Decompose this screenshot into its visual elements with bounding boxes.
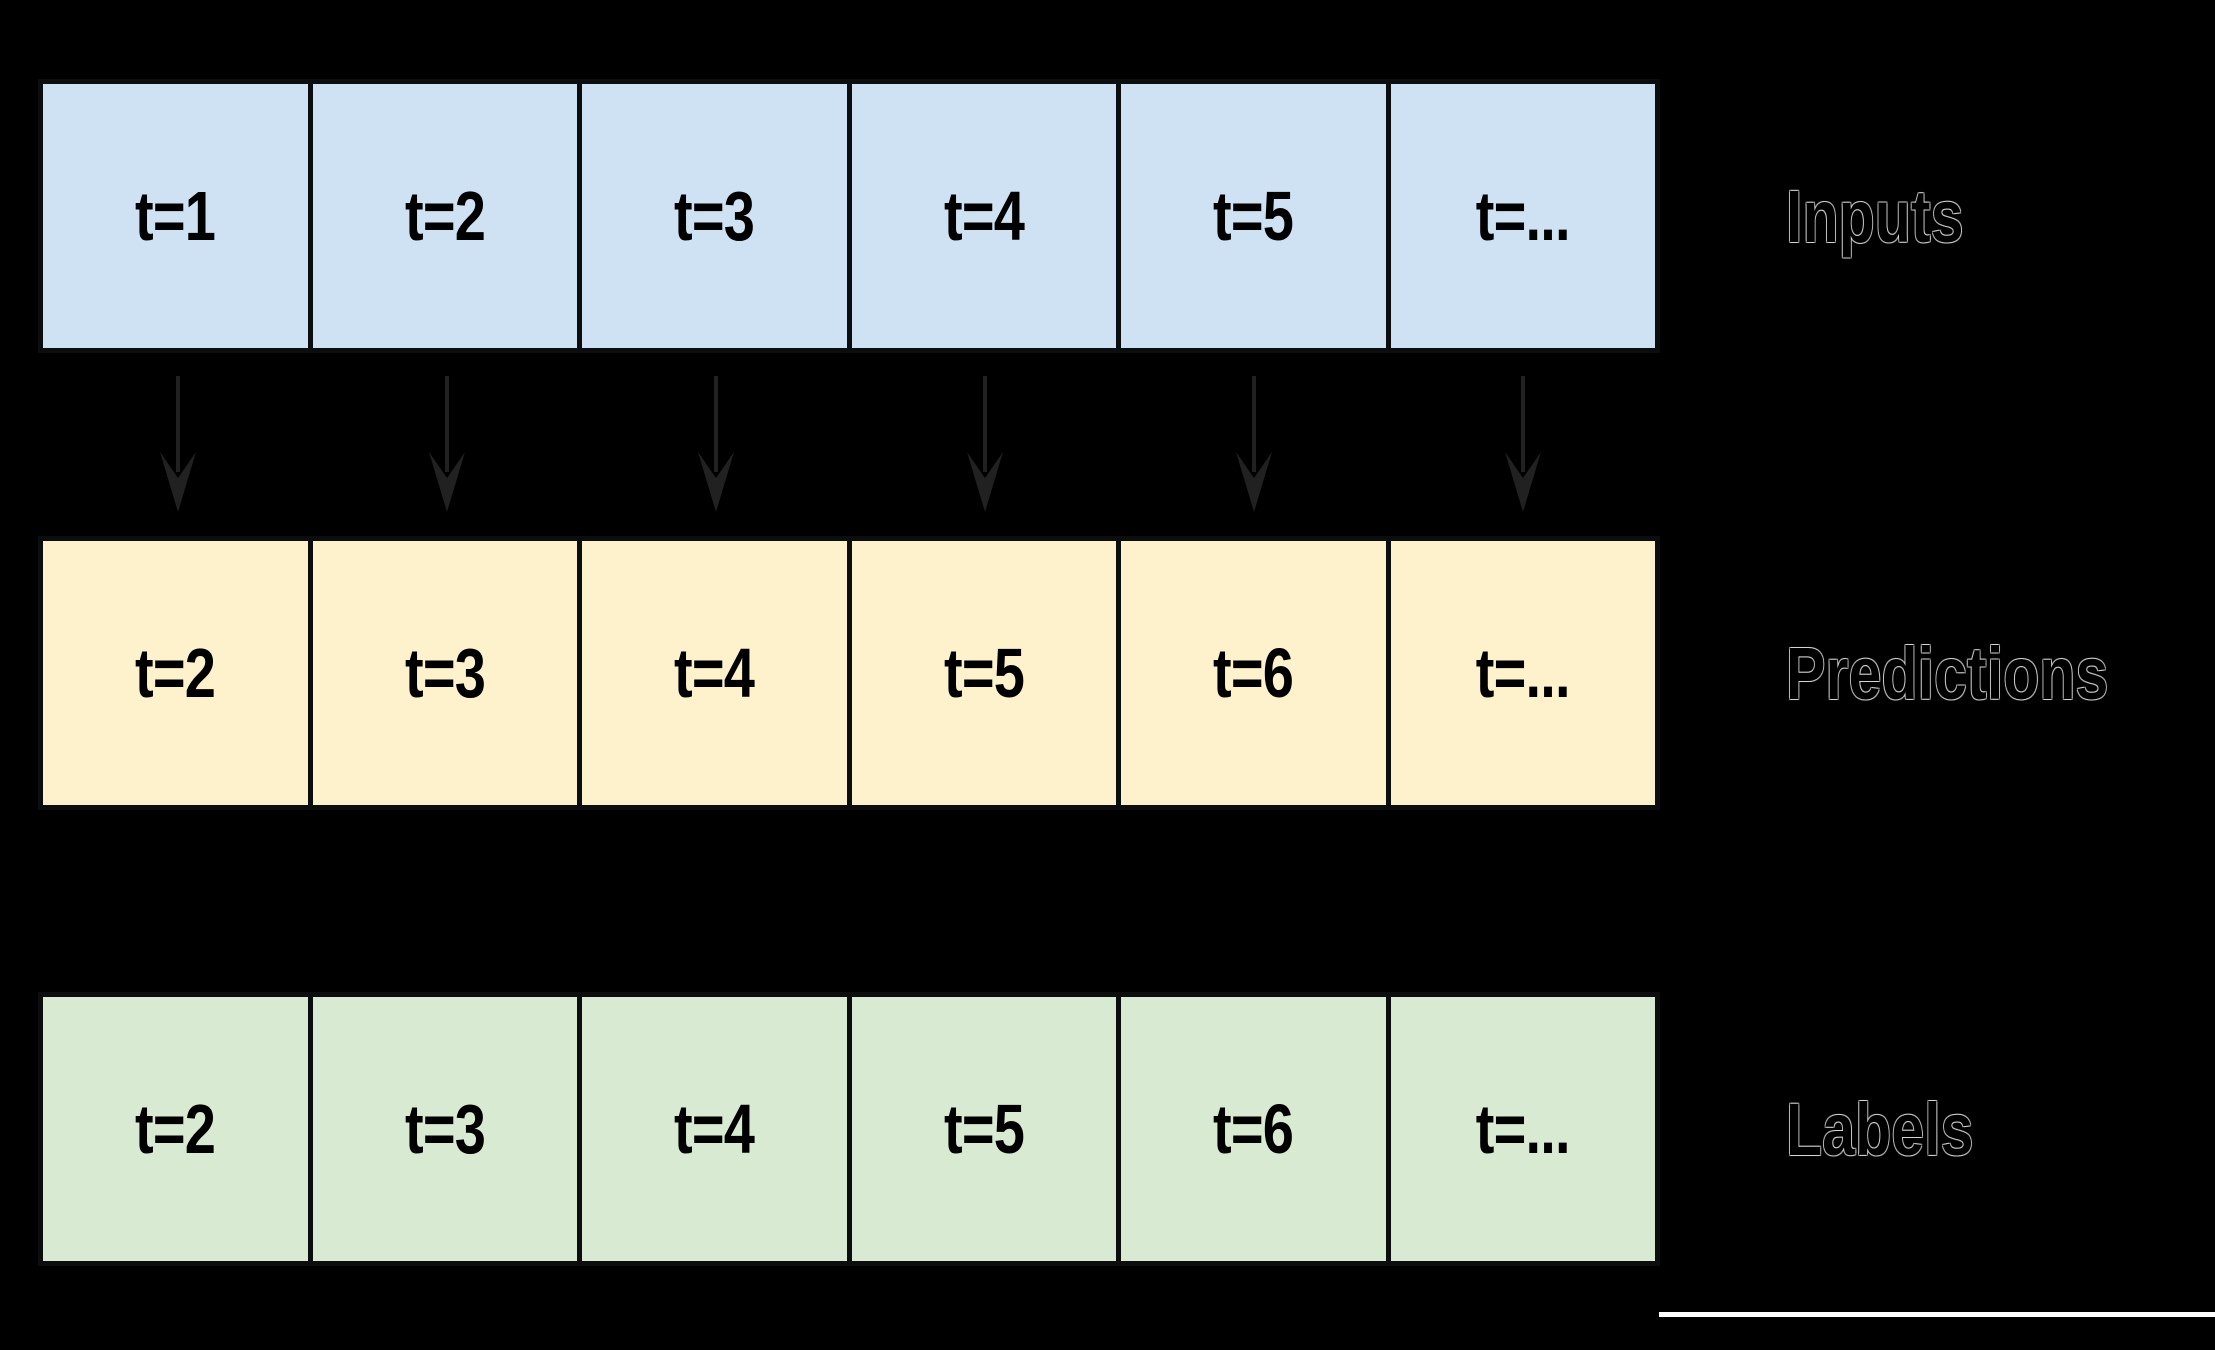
timestep-cell-label: t=4 [943, 177, 1025, 255]
down-arrow-icon [159, 376, 196, 512]
arrows-layer [0, 374, 2215, 514]
timestep-cell-label: t=2 [135, 634, 216, 712]
down-arrow-icon [966, 376, 1003, 512]
timestep-cell-inputs-5: t=... [1390, 84, 1655, 348]
timestep-cell-label: t=4 [674, 634, 755, 712]
row-label-inputs: Inputs [1786, 174, 1964, 258]
timestep-cell-predictions-4: t=6 [1121, 541, 1391, 805]
timestep-cell-label: t=6 [1213, 1090, 1294, 1168]
timestep-cell-label: t=... [1475, 634, 1571, 712]
row-predictions: t=2 t=3 t=4 t=5 t=6 t=... [38, 536, 1660, 810]
timestep-cell-label: t=5 [943, 634, 1025, 712]
row-label-predictions: Predictions [1786, 631, 2109, 715]
timestep-cell-label: t=... [1475, 1090, 1571, 1168]
row-label-labels: Labels [1786, 1087, 1974, 1171]
row-inputs: t=1 t=2 t=3 t=4 t=5 t=... [38, 79, 1660, 353]
timestep-cell-label: t=5 [1213, 177, 1294, 255]
timestep-cell-label: t=5 [943, 1090, 1025, 1168]
row-labels: t=2 t=3 t=4 t=5 t=6 t=... [38, 992, 1660, 1266]
timestep-cell-inputs-4: t=5 [1121, 84, 1391, 348]
timestep-cell-label: t=... [1475, 177, 1571, 255]
timestep-cell-predictions-1: t=3 [312, 541, 582, 805]
timestep-cell-label: t=3 [404, 1090, 486, 1168]
timestep-cell-labels-2: t=4 [582, 997, 852, 1261]
timestep-cell-predictions-3: t=5 [851, 541, 1121, 805]
timestep-cell-predictions-2: t=4 [582, 541, 852, 805]
timestep-cell-inputs-3: t=4 [851, 84, 1121, 348]
timestep-cell-label: t=3 [674, 177, 755, 255]
timestep-cell-labels-3: t=5 [851, 997, 1121, 1261]
timestep-cell-predictions-5: t=... [1390, 541, 1655, 805]
timestep-cell-predictions-0: t=2 [43, 541, 313, 805]
slide-edge-line [1659, 1312, 2215, 1317]
timestep-cell-labels-5: t=... [1390, 997, 1655, 1261]
down-arrow-icon [1504, 376, 1541, 512]
timestep-cell-labels-4: t=6 [1121, 997, 1391, 1261]
timestep-cell-inputs-0: t=1 [43, 84, 313, 348]
timestep-cell-label: t=4 [674, 1090, 755, 1168]
timestep-cell-label: t=3 [404, 634, 486, 712]
timestep-cell-label: t=2 [404, 177, 486, 255]
timestep-cell-label: t=1 [135, 177, 216, 255]
down-arrow-icon [697, 376, 734, 512]
timestep-cell-inputs-2: t=3 [582, 84, 852, 348]
timestep-cell-label: t=2 [135, 1090, 216, 1168]
timestep-cell-inputs-1: t=2 [312, 84, 582, 348]
timestep-cell-labels-0: t=2 [43, 997, 313, 1261]
timestep-cell-label: t=6 [1213, 634, 1294, 712]
down-arrow-icon [1235, 376, 1272, 512]
timestep-cell-labels-1: t=3 [312, 997, 582, 1261]
down-arrow-icon [428, 376, 465, 512]
